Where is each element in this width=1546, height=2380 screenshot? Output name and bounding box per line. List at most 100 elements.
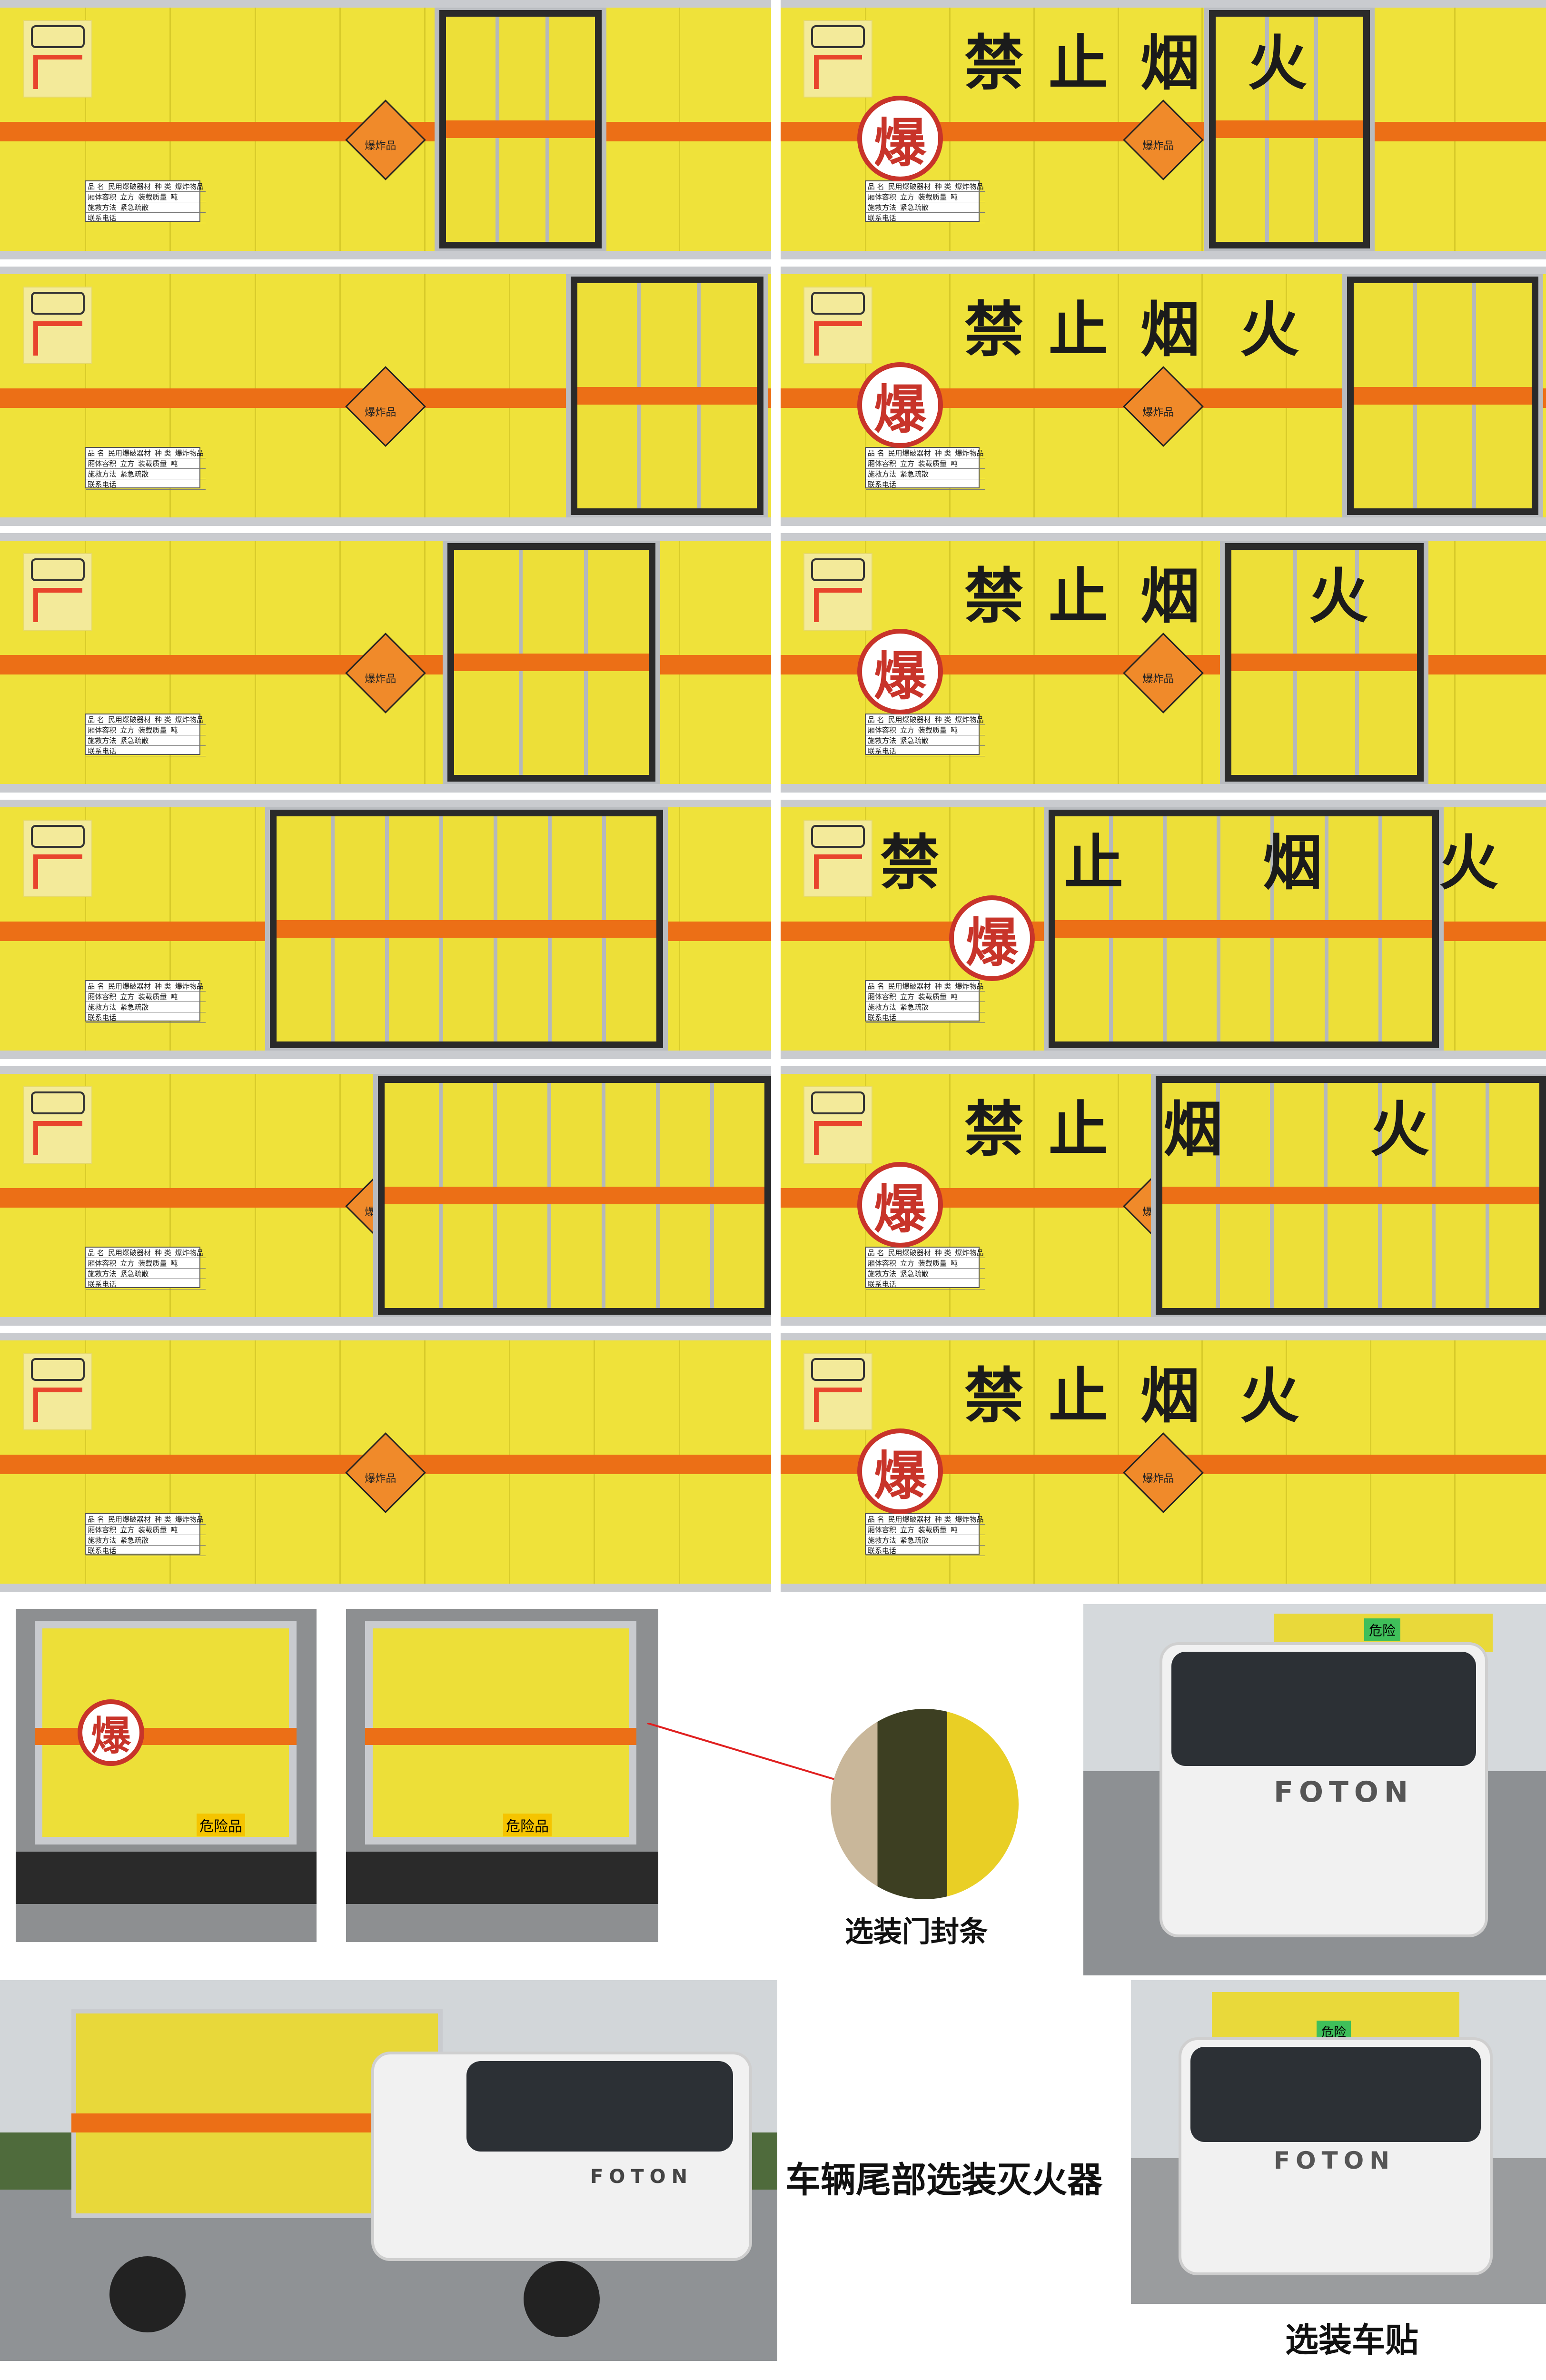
table-row: 品 名民用爆破器材种 类爆炸物品 <box>865 448 986 458</box>
table-row: 厢体容积立方装载质量吨 <box>86 992 206 1002</box>
no-fire-character: 火 <box>1438 828 1498 898</box>
table-cell: 立方 <box>900 992 914 1001</box>
explosive-hazard-diamond: 爆炸品 <box>1123 366 1204 447</box>
van-icon <box>811 825 865 848</box>
table-cell: 厢体容积 <box>88 1525 117 1534</box>
table-cell: 爆炸物品 <box>175 448 204 457</box>
table-cell: 紧急疏散 <box>900 469 929 478</box>
diamond-label: 爆炸品 <box>365 673 396 685</box>
table-cell: 施救方法 <box>867 736 896 745</box>
zhejiang-made-mark <box>33 1388 82 1422</box>
table-cell: 吨 <box>170 459 178 468</box>
table-cell: 民用爆破器材 <box>888 715 931 724</box>
table-row: 施救方法紧急疏散 <box>86 735 206 746</box>
table-cell: 装载质量 <box>138 992 167 1001</box>
table-row: 施救方法紧急疏散 <box>86 202 206 213</box>
no-fire-character: 止 <box>1063 828 1123 898</box>
table-cell: 立方 <box>900 1259 914 1268</box>
table-cell: 立方 <box>120 459 135 468</box>
table-cell: 民用爆破器材 <box>108 982 151 991</box>
no-fire-character: 烟 <box>1140 1361 1200 1431</box>
table-row: 厢体容积立方装载质量吨 <box>865 1525 986 1535</box>
van-icon <box>30 1358 85 1381</box>
diamond-label: 爆炸品 <box>1142 673 1174 685</box>
table-cell: 联系电话 <box>867 480 896 489</box>
table-cell: 品 名 <box>88 982 104 991</box>
table-cell: 施救方法 <box>867 1002 896 1012</box>
table-row: 施救方法紧急疏散 <box>86 469 206 479</box>
no-fire-character: 禁 <box>964 29 1024 98</box>
table-cell: 品 名 <box>867 1248 884 1257</box>
table-cell: 种 类 <box>154 1248 171 1257</box>
table-row: 厢体容积立方装载质量吨 <box>865 725 986 735</box>
table-cell: 厢体容积 <box>88 1259 117 1268</box>
table-cell: 吨 <box>950 1259 958 1268</box>
no-fire-character: 烟 <box>1263 828 1323 898</box>
table-cell: 民用爆破器材 <box>108 1515 151 1524</box>
table-cell: 立方 <box>120 1259 135 1268</box>
cargo-info-table: 品 名民用爆破器材种 类爆炸物品厢体容积立方装载质量吨施救方法紧急疏散联系电话 <box>864 713 986 756</box>
zhejiang-made-mark <box>33 321 82 356</box>
table-cell: 吨 <box>950 725 958 734</box>
table-cell: 厢体容积 <box>867 1525 896 1534</box>
cargo-info-table: 品 名民用爆破器材种 类爆炸物品厢体容积立方装载质量吨施救方法紧急疏散联系电话 <box>864 446 986 490</box>
table-row: 施救方法紧急疏散 <box>865 1535 986 1546</box>
cargo-info-table: 品 名民用爆破器材种 类爆炸物品厢体容积立方装载质量吨施救方法紧急疏散联系电话 <box>864 180 986 223</box>
rear-door <box>1204 8 1375 251</box>
explosive-hazard-diamond: 爆炸品 <box>345 1432 426 1513</box>
table-cell: 施救方法 <box>867 1536 896 1545</box>
manufacturer-logo <box>23 1352 93 1431</box>
table-cell: 厢体容积 <box>88 992 117 1001</box>
manufacturer-logo <box>803 553 872 631</box>
table-cell: 联系电话 <box>88 1546 117 1555</box>
rear-door <box>265 807 668 1051</box>
table-cell: 厢体容积 <box>88 725 117 734</box>
no-fire-character: 禁 <box>964 295 1024 365</box>
table-cell: 紧急疏散 <box>900 1269 929 1278</box>
table-cell: 民用爆破器材 <box>108 448 151 457</box>
table-cell: 立方 <box>900 459 914 468</box>
table-cell: 装载质量 <box>918 725 947 734</box>
caption-door-seal: 选装门封条 <box>845 1915 988 1949</box>
brand-logo: FOTON <box>1274 1775 1414 1809</box>
table-cell: 施救方法 <box>88 1536 117 1545</box>
table-cell: 施救方法 <box>88 1269 117 1278</box>
table-cell: 爆炸物品 <box>955 982 984 991</box>
table-row: 品 名民用爆破器材种 类爆炸物品 <box>86 714 206 725</box>
manufacturer-logo <box>23 553 93 631</box>
rear-door <box>1150 1074 1546 1317</box>
table-cell: 种 类 <box>934 982 951 991</box>
table-cell: 紧急疏散 <box>900 736 929 745</box>
side-panel: 爆炸品品 名民用爆破器材种 类爆炸物品厢体容积立方装载质量吨施救方法紧急疏散联系… <box>781 267 1546 526</box>
table-cell: 紧急疏散 <box>120 1536 149 1545</box>
table-cell: 厢体容积 <box>867 725 896 734</box>
caption-fire-extinguisher: 车辆尾部选装灭火器 <box>785 2160 1102 2201</box>
table-cell: 爆炸物品 <box>955 715 984 724</box>
table-row: 厢体容积立方装载质量吨 <box>86 725 206 735</box>
explosive-badge: 爆 <box>949 895 1035 982</box>
side-panel: 爆炸品品 名民用爆破器材种 类爆炸物品厢体容积立方装载质量吨施救方法紧急疏散联系… <box>0 0 771 259</box>
table-cell: 厢体容积 <box>867 1259 896 1268</box>
table-cell: 民用爆破器材 <box>888 448 931 457</box>
no-fire-character: 烟 <box>1163 1095 1223 1164</box>
table-cell: 吨 <box>170 192 178 201</box>
van-icon <box>30 292 85 315</box>
van-icon <box>811 558 865 581</box>
door-seal-closeup <box>831 1709 1019 1899</box>
table-row: 联系电话 <box>865 1546 986 1556</box>
table-cell: 厢体容积 <box>867 459 896 468</box>
table-cell: 品 名 <box>88 1515 104 1524</box>
diamond-label: 爆炸品 <box>1142 407 1174 419</box>
manufacturer-logo <box>803 1352 872 1431</box>
no-fire-character: 禁 <box>964 1361 1024 1431</box>
manufacturer-logo <box>803 1086 872 1164</box>
table-cell: 联系电话 <box>867 1546 896 1555</box>
table-row: 厢体容积立方装载质量吨 <box>86 192 206 202</box>
no-fire-character: 止 <box>1048 1095 1108 1164</box>
table-cell: 吨 <box>950 992 958 1001</box>
zhejiang-made-mark <box>813 55 862 89</box>
zhejiang-made-mark <box>813 854 862 889</box>
door-stripe <box>277 920 657 938</box>
table-row: 施救方法紧急疏散 <box>865 469 986 479</box>
table-cell: 紧急疏散 <box>900 1536 929 1545</box>
